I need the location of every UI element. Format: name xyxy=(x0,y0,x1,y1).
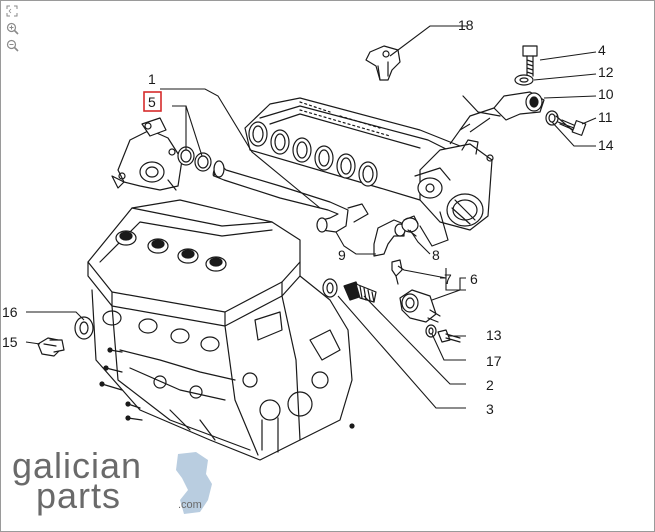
callout-12[interactable]: 12 xyxy=(598,64,614,80)
bracket-6-7 xyxy=(440,268,466,291)
block-ports xyxy=(102,310,341,453)
callout-7[interactable]: 7 xyxy=(444,271,452,287)
callout-4[interactable]: 4 xyxy=(598,42,606,58)
thermostat-housing xyxy=(111,117,183,191)
sensor-18 xyxy=(365,45,401,81)
block-studs xyxy=(99,347,355,429)
engine-block xyxy=(87,199,355,461)
callout-9[interactable]: 9 xyxy=(338,247,346,263)
callout-16[interactable]: 16 xyxy=(2,304,18,320)
callout-18[interactable]: 18 xyxy=(458,17,474,33)
viewer-toolbar xyxy=(4,4,22,52)
callout-3[interactable]: 3 xyxy=(486,401,494,417)
intake-manifold xyxy=(244,97,494,247)
callout-5[interactable]: 5 xyxy=(148,94,156,110)
callout-labels: 1 2 3 4 5 6 7 8 9 10 11 12 13 14 15 16 1… xyxy=(2,17,614,417)
callout-5-highlight xyxy=(143,91,162,112)
brand-name-line2: parts xyxy=(36,475,121,516)
callout-2[interactable]: 2 xyxy=(486,377,494,393)
callout-8[interactable]: 8 xyxy=(432,247,440,263)
temp-sender-2 xyxy=(343,281,377,303)
callout-1[interactable]: 1 xyxy=(148,71,156,87)
spark-plug-bosses xyxy=(115,230,227,272)
callout-10[interactable]: 10 xyxy=(598,86,614,102)
callout-17[interactable]: 17 xyxy=(486,353,502,369)
leader-lines xyxy=(25,25,597,409)
washer-17 xyxy=(425,324,437,338)
fullscreen-icon[interactable] xyxy=(4,4,20,18)
o-rings-5 xyxy=(177,146,212,172)
outlet-fitting-7 xyxy=(399,289,441,323)
brand-logo: galician parts .com xyxy=(12,445,232,520)
callout-13[interactable]: 13 xyxy=(486,327,502,343)
washer-3 xyxy=(322,278,338,298)
zoom-out-icon[interactable] xyxy=(4,38,20,52)
drain-plug-15 xyxy=(37,337,65,357)
hose-9 xyxy=(373,219,406,257)
callout-6[interactable]: 6 xyxy=(470,271,478,287)
bracket-assembly xyxy=(459,45,587,136)
sensor-6 xyxy=(391,259,403,285)
zoom-in-icon[interactable] xyxy=(4,21,20,35)
brand-domain: .com xyxy=(178,499,202,511)
brand-accent-shape xyxy=(176,452,212,514)
bolt-13 xyxy=(437,329,461,343)
brand-name-line1: galician xyxy=(12,450,142,486)
washer-16 xyxy=(74,316,94,340)
callout-11[interactable]: 11 xyxy=(598,109,613,125)
hose-1 xyxy=(212,160,369,233)
callout-15[interactable]: 15 xyxy=(2,334,18,350)
callout-14[interactable]: 14 xyxy=(598,137,614,153)
